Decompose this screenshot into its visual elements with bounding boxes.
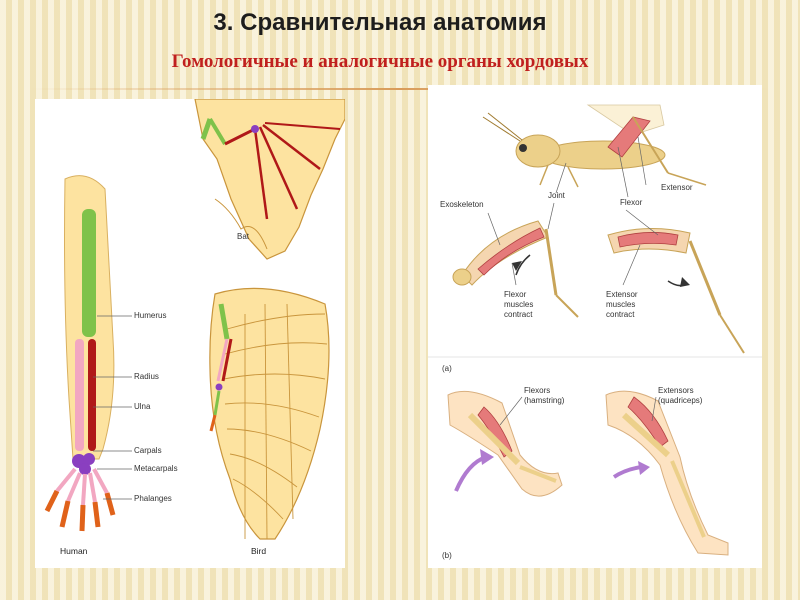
label-exoskeleton: Exoskeleton xyxy=(440,200,484,209)
label-human: Human xyxy=(60,546,88,556)
limbs-illustration xyxy=(44,99,345,540)
label-leaders xyxy=(93,315,132,500)
label-flexor-contract-1: Flexor xyxy=(504,290,527,299)
label-extensor-contract-2: muscles xyxy=(606,300,636,309)
label-flexor-contract-2: muscles xyxy=(504,300,534,309)
human-leg-extensors xyxy=(605,390,729,556)
label-humerus: Humerus xyxy=(134,311,167,320)
muscle-illustration xyxy=(428,104,762,556)
label-extensors-2: (quadriceps) xyxy=(658,396,703,405)
label-bird: Bird xyxy=(251,546,267,556)
label-extensor: Extensor xyxy=(661,183,693,192)
label-extensors-1: Extensors xyxy=(658,386,694,395)
insect-leg-extensor xyxy=(607,228,745,354)
title-divider xyxy=(30,88,770,90)
label-phalanges: Phalanges xyxy=(134,494,172,503)
label-flexors-1: Flexors xyxy=(524,386,551,395)
label-panel-b: (b) xyxy=(442,551,452,560)
bat-wing xyxy=(194,99,345,260)
leg-leaders xyxy=(487,202,659,286)
label-metacarpals: Metacarpals xyxy=(134,464,178,473)
human-leg-flexors xyxy=(447,390,563,497)
label-flexors-2: (hamstring) xyxy=(524,396,565,405)
label-extensor-contract-3: contract xyxy=(606,310,635,319)
muscle-action-figure: Extensor Exoskeleton Joint Flexor Flexor… xyxy=(428,85,762,568)
label-carpals: Carpals xyxy=(134,446,162,455)
bird-wing xyxy=(209,287,330,540)
insect-leg-flexor xyxy=(452,220,579,318)
human-arm xyxy=(44,175,116,532)
label-ulna: Ulna xyxy=(134,402,151,411)
insect-leaders xyxy=(555,136,647,198)
homologous-limbs-figure: Bat Humerus Radius Ulna Carpals Metacarp… xyxy=(35,99,345,568)
label-extensor-contract-1: Extensor xyxy=(606,290,638,299)
human-leaders xyxy=(499,396,657,426)
grasshopper xyxy=(482,104,707,188)
label-flexor-contract-3: contract xyxy=(504,310,533,319)
label-panel-a: (a) xyxy=(442,364,452,373)
label-bat: Bat xyxy=(237,232,250,241)
label-radius: Radius xyxy=(134,372,159,381)
slide-title: 3. Сравнительная анатомия xyxy=(213,9,547,36)
label-joint: Joint xyxy=(548,191,565,200)
slide-subtitle: Гомологичные и аналогичные органы хордов… xyxy=(171,51,589,72)
label-flexor: Flexor xyxy=(620,198,643,207)
